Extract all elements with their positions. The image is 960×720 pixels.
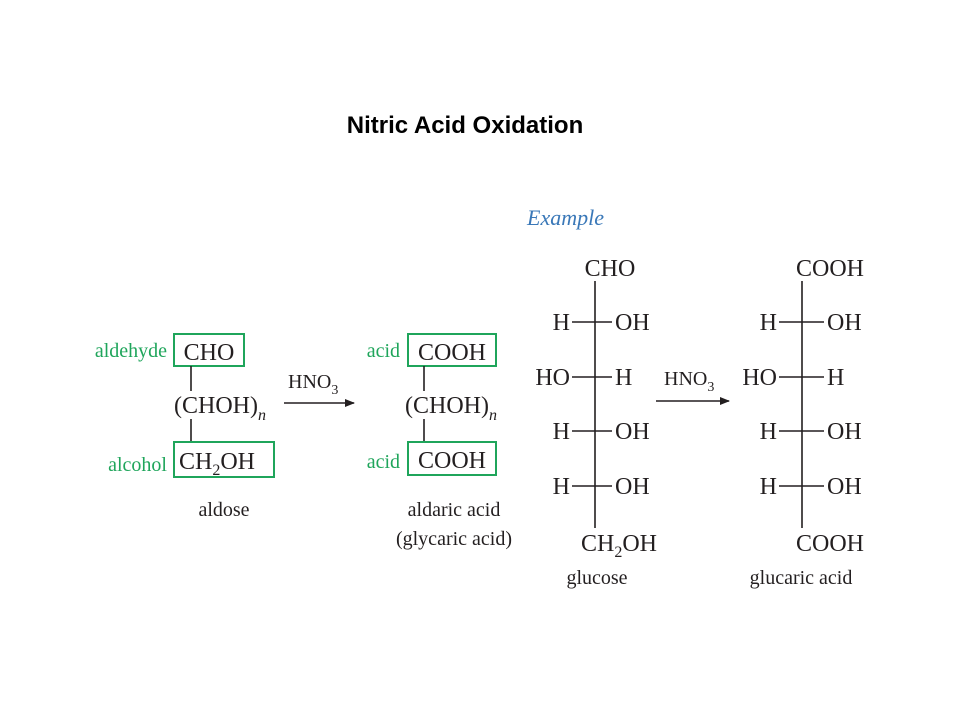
alcohol-label: alcohol (108, 454, 167, 476)
aldose-caption: aldose (198, 499, 249, 521)
glucaric-c4-left: H (760, 419, 777, 445)
glucaric-c2-right: OH (827, 310, 862, 336)
aldose-bottom-group: CH2OH (179, 449, 255, 479)
aldose-top-group: CHO (184, 340, 235, 366)
example-reaction-arrow: HNO3 (656, 368, 730, 405)
glucose-c2-left: H (553, 310, 570, 336)
glucaric-c4-right: OH (827, 419, 862, 445)
glucaric-c3-right: H (827, 365, 844, 391)
glucose-structure: CHO H OH HO H H OH H OH CH2OH glucose (535, 256, 657, 589)
glucose-caption: glucose (566, 567, 627, 589)
aldose-chain: (CHOH)n (174, 393, 266, 424)
glucaric-top-group: COOH (796, 256, 864, 282)
glucaric-bottom-group: COOH (796, 531, 864, 557)
glucaric-structure: COOH H OH HO H H OH H OH COOH glucaric a… (742, 256, 864, 589)
glucose-c3-left: HO (535, 365, 570, 391)
acid-label-bottom: acid (367, 451, 400, 473)
glucaric-c5-right: OH (827, 474, 862, 500)
glucaric-c3-left: HO (742, 365, 777, 391)
aldose-structure: aldehyde CHO (CHOH)n alcohol CH2OH aldos… (95, 333, 275, 521)
acid-label-top: acid (367, 340, 400, 362)
glucaric-caption: glucaric acid (750, 567, 853, 589)
general-reagent: HNO3 (288, 371, 338, 398)
glycaric-caption: (glycaric acid) (396, 528, 512, 550)
glucose-c5-right: OH (615, 474, 650, 500)
aldaric-structure: acid COOH (CHOH)n acid COOH aldaric acid… (367, 333, 512, 550)
example-heading: Example (526, 205, 604, 230)
aldehyde-box (173, 333, 245, 367)
aldaric-bottom-group: COOH (418, 448, 486, 474)
glucose-top-group: CHO (585, 256, 636, 282)
glucaric-c5-left: H (760, 474, 777, 500)
aldaric-caption: aldaric acid (408, 499, 501, 521)
glucose-c2-right: OH (615, 310, 650, 336)
alcohol-box (173, 441, 275, 478)
glucose-c4-left: H (553, 419, 570, 445)
glucose-bottom-group: CH2OH (581, 531, 657, 561)
acid-box-top (407, 333, 497, 367)
example-reagent: HNO3 (664, 368, 714, 395)
glucose-c5-left: H (553, 474, 570, 500)
aldaric-chain: (CHOH)n (405, 393, 497, 424)
aldehyde-label: aldehyde (95, 340, 167, 362)
glucose-c3-right: H (615, 365, 632, 391)
glucaric-c2-left: H (760, 310, 777, 336)
general-reaction-arrow: HNO3 (284, 371, 355, 407)
aldaric-top-group: COOH (418, 340, 486, 366)
slide-title: Nitric Acid Oxidation (346, 112, 584, 139)
glucose-c4-right: OH (615, 419, 650, 445)
acid-box-bottom (407, 441, 497, 476)
